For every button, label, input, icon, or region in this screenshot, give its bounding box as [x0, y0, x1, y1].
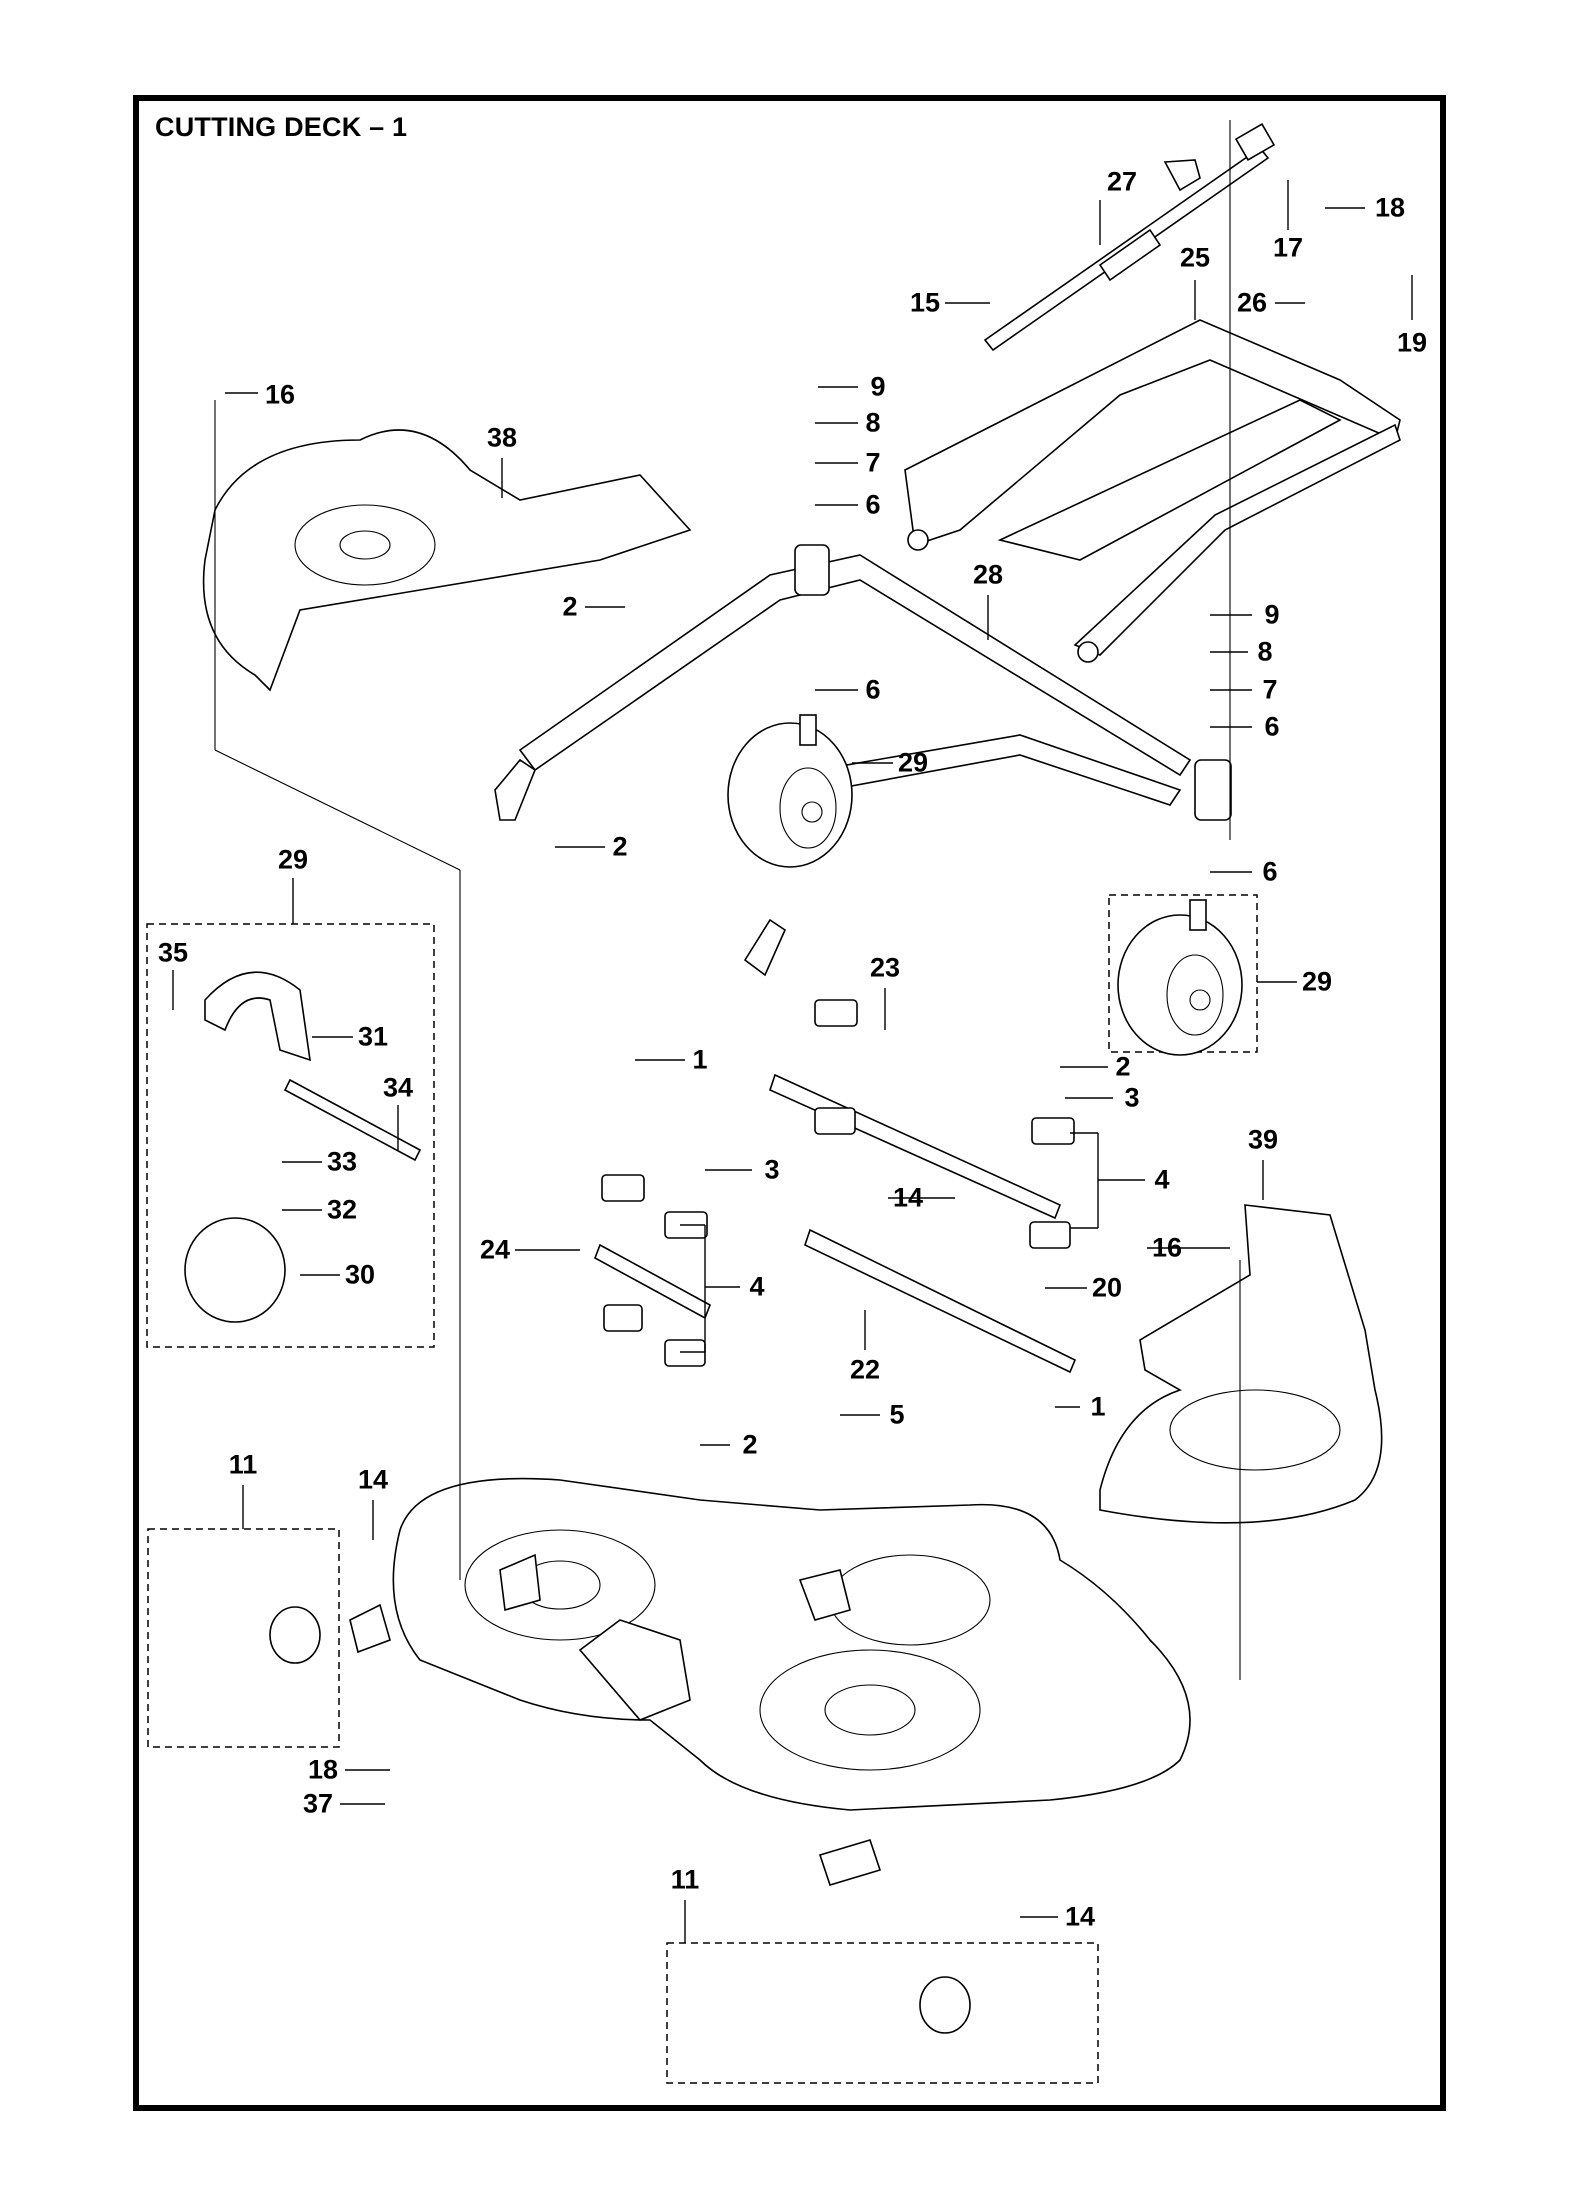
callout-16[interactable]: 16: [264, 379, 296, 410]
mower-deck-part: [349, 1477, 1191, 1886]
callout-7[interactable]: 7: [1262, 674, 1278, 705]
callout-7[interactable]: 7: [865, 447, 881, 478]
diagram-frame: [133, 95, 1446, 2111]
callout-17[interactable]: 17: [1272, 232, 1304, 263]
belt-cover-right-part: [1099, 1204, 1383, 1524]
right-caster-wheel-part: [1117, 899, 1243, 1056]
kit-box-wheel-11-bottom: [666, 1942, 1099, 2084]
callout-4[interactable]: 4: [749, 1271, 765, 1302]
callout-31[interactable]: 31: [357, 1021, 389, 1052]
callout-30[interactable]: 30: [344, 1259, 376, 1290]
support-bar-part: [804, 1228, 1077, 1374]
callout-38[interactable]: 38: [486, 422, 518, 453]
callout-32[interactable]: 32: [326, 1194, 358, 1225]
kit-box-wheel-11-left: [147, 1528, 340, 1748]
callout-2[interactable]: 2: [612, 831, 628, 862]
callout-28[interactable]: 28: [972, 559, 1004, 590]
callout-6[interactable]: 6: [1262, 856, 1278, 887]
callout-26[interactable]: 26: [1236, 287, 1268, 318]
callout-20[interactable]: 20: [1091, 1272, 1123, 1303]
anti-scalp-wheel-left-part: [269, 1606, 321, 1664]
callout-14[interactable]: 14: [892, 1182, 924, 1213]
callout-3[interactable]: 3: [764, 1154, 780, 1185]
kit-box-caster-29: [146, 923, 435, 1348]
callout-27[interactable]: 27: [1106, 166, 1138, 197]
callout-18[interactable]: 18: [307, 1754, 339, 1785]
callout-33[interactable]: 33: [326, 1146, 358, 1177]
callout-6[interactable]: 6: [865, 489, 881, 520]
gas-spring-part: [983, 123, 1276, 352]
callout-9[interactable]: 9: [870, 371, 886, 402]
kit-wheel-30-part: [184, 1217, 286, 1323]
callout-6[interactable]: 6: [865, 674, 881, 705]
callout-11[interactable]: 11: [670, 1864, 700, 1895]
anti-scalp-wheel-bottom-part: [919, 1976, 971, 2034]
kit-axle-34-part: [283, 1078, 422, 1162]
callout-14[interactable]: 14: [357, 1464, 389, 1495]
callout-29[interactable]: 29: [897, 747, 929, 778]
callout-2[interactable]: 2: [742, 1429, 758, 1460]
callout-16[interactable]: 16: [1151, 1232, 1183, 1263]
callout-2[interactable]: 2: [562, 591, 578, 622]
callout-15[interactable]: 15: [909, 287, 941, 318]
callout-25[interactable]: 25: [1179, 242, 1211, 273]
callout-29[interactable]: 29: [277, 844, 309, 875]
bearing-blocks: [601, 999, 1075, 1367]
page-title: CUTTING DECK – 1: [155, 112, 408, 142]
callout-24[interactable]: 24: [479, 1234, 511, 1265]
callout-23[interactable]: 23: [869, 952, 901, 983]
callout-19[interactable]: 19: [1396, 327, 1428, 358]
callout-3[interactable]: 3: [1124, 1082, 1140, 1113]
callout-35[interactable]: 35: [157, 937, 189, 968]
callout-29[interactable]: 29: [1301, 966, 1333, 997]
center-caster-wheel-part: [727, 714, 853, 868]
lift-frame-part: [904, 319, 1401, 663]
callout-4[interactable]: 4: [1154, 1164, 1170, 1195]
callout-39[interactable]: 39: [1247, 1124, 1279, 1155]
callout-11[interactable]: 11: [228, 1449, 258, 1480]
callout-5[interactable]: 5: [889, 1399, 905, 1430]
callout-9[interactable]: 9: [1264, 599, 1280, 630]
callout-6[interactable]: 6: [1264, 711, 1280, 742]
callout-8[interactable]: 8: [1257, 636, 1273, 667]
kit-fork-31-part: [204, 971, 311, 1062]
callout-34[interactable]: 34: [382, 1072, 414, 1103]
callout-2[interactable]: 2: [1115, 1051, 1131, 1082]
callout-8[interactable]: 8: [865, 407, 881, 438]
callout-18[interactable]: 18: [1374, 192, 1406, 223]
belt-cover-left-part: [202, 429, 692, 692]
callout-1[interactable]: 1: [692, 1044, 708, 1075]
callout-22[interactable]: 22: [849, 1354, 881, 1385]
callout-14[interactable]: 14: [1064, 1901, 1096, 1932]
callout-37[interactable]: 37: [302, 1788, 334, 1819]
leader-lines: [172, 120, 1413, 1943]
callout-1[interactable]: 1: [1090, 1391, 1106, 1422]
